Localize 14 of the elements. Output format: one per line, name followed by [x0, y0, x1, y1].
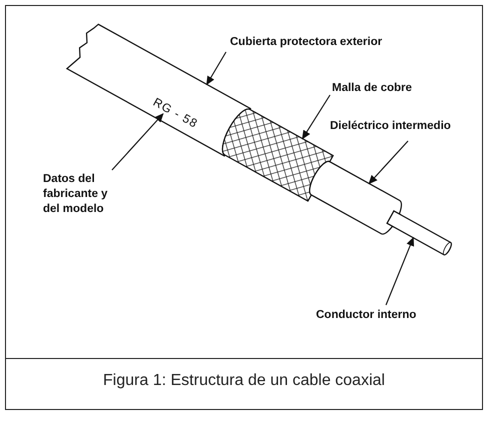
callout-label: Malla de cobre: [332, 81, 452, 96]
dielectric-drawing: [309, 160, 402, 235]
leader-line: [112, 113, 164, 170]
leader-line: [386, 236, 414, 306]
callout-label: Datos del fabricante y del modelo: [43, 172, 123, 217]
leader-line: [368, 140, 408, 184]
callout-label: Conductor interno: [316, 308, 456, 323]
cable-marking: RG - 58: [150, 94, 200, 131]
inner-conductor-drawing: [386, 210, 452, 256]
callout-label: Dieléctrico intermedio: [330, 119, 488, 134]
leader-line: [206, 52, 226, 86]
figure-caption: Figura 1: Estructura de un cable coaxial: [103, 372, 385, 389]
leader-line: [302, 94, 330, 140]
callout-label: Cubierta protectora exterior: [230, 35, 430, 50]
